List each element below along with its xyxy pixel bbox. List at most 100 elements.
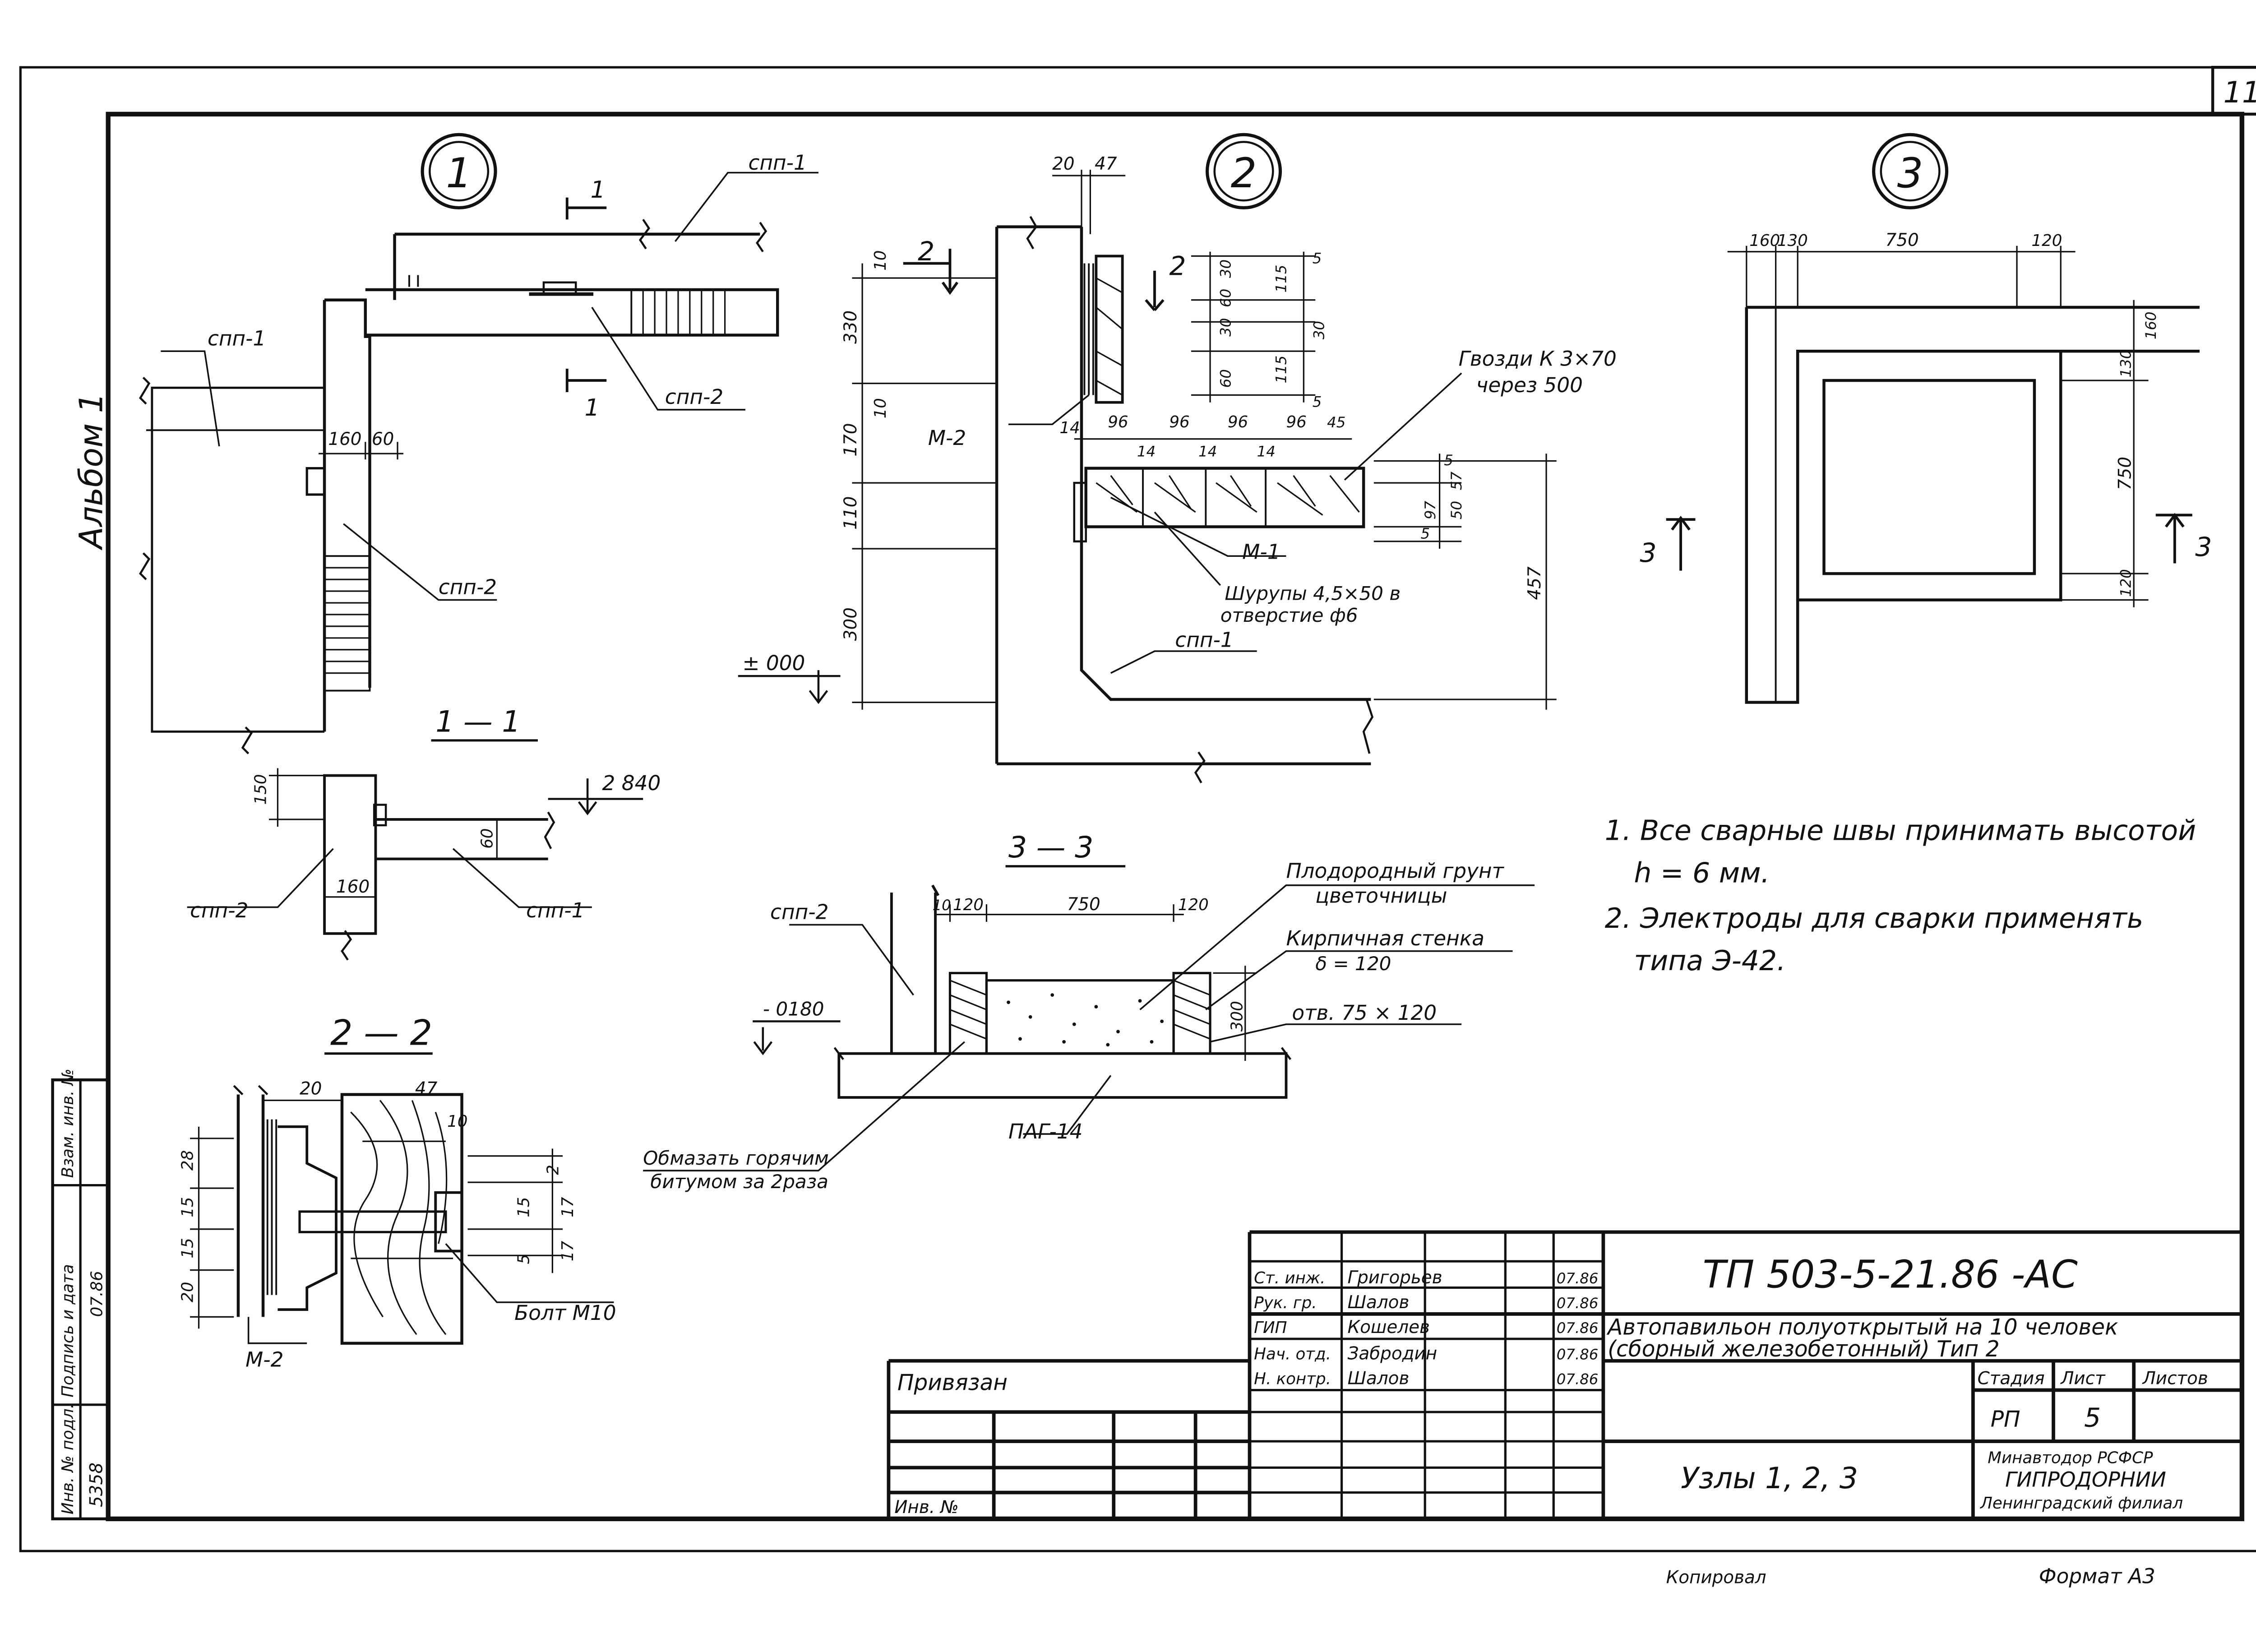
org-line-1: Минавтодор РСФСР: [1988, 1449, 2153, 1467]
node2-dim-14d: 14: [1257, 443, 1276, 460]
pag-label: ПАГ-14: [1008, 1120, 1082, 1143]
node2-dim-457: 457: [1525, 566, 1545, 600]
sec33-spp2: спп-2: [770, 900, 828, 924]
sec33-dim-120a: 120: [953, 896, 984, 914]
screws-line-2: отверстие ф6: [1220, 604, 1358, 626]
side-sign-date: Подпись и дата: [59, 1264, 77, 1397]
node-1-marker-outer: [421, 133, 497, 210]
cut-2-left: 2: [918, 236, 934, 267]
node2-dim-10a: 10: [871, 250, 890, 271]
sec22-dim-28: 28: [179, 1150, 197, 1171]
sec33-dim-120b: 120: [1178, 896, 1209, 914]
node2-dim-5c: 5: [1444, 452, 1453, 469]
sheet-value: 5: [2084, 1402, 2101, 1433]
brick-line-2: δ = 120: [1315, 953, 1391, 975]
node2-spp1: спп-1: [1175, 628, 1233, 652]
node-1-number: 1: [446, 150, 472, 197]
staff-role-2: Рук. гр.: [1254, 1294, 1317, 1312]
staff-date-1: 07.86: [1557, 1270, 1599, 1287]
note-line-2: h = 6 мм.: [1634, 856, 1770, 889]
node2-dim-47: 47: [1095, 154, 1117, 174]
node2-dim-115a: 115: [1272, 265, 1290, 293]
soil-dots: [1007, 993, 1164, 1047]
sec33-dim-300: 300: [1228, 1001, 1246, 1032]
sec33-dim-750: 750: [1067, 894, 1100, 915]
note-line-3: 2. Электроды для сварки применять: [1605, 902, 2144, 935]
staff-role-5: Н. контр.: [1254, 1370, 1331, 1388]
sheet-title: Узлы 1, 2, 3: [1681, 1462, 1858, 1495]
node3-dim-750: 750: [1886, 230, 1919, 250]
title-block: Привязан Инв. № Ст. инж. Григорьев 07.86…: [887, 1230, 2242, 1519]
sec22-dim-17a: 17: [559, 1197, 577, 1217]
sec11-spp2: спп-2: [190, 898, 248, 922]
node2-dim-96c: 96: [1228, 413, 1248, 431]
inner-frame: [106, 111, 2245, 1522]
side-date-value: 07.86: [88, 1271, 106, 1317]
sec22-dim-5: 5: [515, 1254, 533, 1264]
node2-dim-10b: 10: [871, 398, 890, 418]
section-1-1-title: 1 — 1: [435, 705, 520, 739]
sheet-number-box: [2211, 65, 2256, 116]
sec22-dim-47: 47: [415, 1079, 438, 1099]
node2-m1: М-1: [1242, 540, 1280, 564]
node3-dim-160r: 160: [2142, 311, 2159, 339]
staff-name-2: Шалов: [1348, 1292, 1410, 1313]
node2-dim-14c: 14: [1198, 443, 1217, 460]
node2-dim-96d: 96: [1286, 413, 1306, 431]
node-2-marker-inner: [1213, 141, 1274, 202]
node2-dim-115b: 115: [1272, 356, 1290, 384]
soil-line-1: Плодородный грунт: [1286, 859, 1504, 883]
sec22-dim-2a: 2: [544, 1165, 562, 1175]
node3-dim-130r: 130: [2117, 350, 2135, 378]
sheets-header: Листов: [2142, 1369, 2208, 1389]
node2-dim-330: 330: [841, 310, 861, 344]
drawing-code: ТП 503-5-21.86 -АС: [1703, 1253, 2078, 1297]
album-label: Альбом 1: [73, 393, 110, 551]
staff-date-3: 07.86: [1557, 1319, 1599, 1337]
node2-dim-30b: 30: [1217, 318, 1234, 337]
privyazan-label: Привязан: [897, 1370, 1008, 1396]
side-inv-orig: Инв. № подл.: [59, 1403, 77, 1514]
sec11-spp1: спп-1: [526, 898, 584, 922]
sheet-header: Лист: [2060, 1369, 2106, 1389]
node3-dim-130: 130: [1777, 231, 1808, 250]
staff-name-4: Забродин: [1348, 1343, 1438, 1364]
sec11-dim-60: 60: [478, 828, 497, 848]
staff-date-5: 07.86: [1557, 1371, 1599, 1388]
node1-spp1-left: спп-1: [208, 326, 266, 350]
sec22-dim-15a: 15: [179, 1197, 197, 1217]
node-3-number: 3: [1897, 150, 1923, 197]
node3-dim-750r: 750: [2115, 457, 2136, 490]
sec11-dim-150: 150: [252, 774, 270, 805]
node3-dim-160: 160: [1749, 231, 1780, 250]
soil-line-2: цветочницы: [1315, 884, 1447, 908]
side-replace: Взам. инв. №: [59, 1069, 77, 1178]
sec33-dim-10: 10: [933, 897, 951, 914]
section-1-1: 1 — 1 150 60 160 2 840 спп-2 спп-1: [187, 705, 661, 961]
notes: 1. Все сварные швы принимать высотой h =…: [1605, 814, 2196, 977]
staff-role-4: Нач. отд.: [1254, 1345, 1331, 1363]
org-line-3: Ленинградский филиал: [1979, 1494, 2183, 1513]
section-2-2: 2 — 2 28 15 15 20 2 15 17 17 5 20 47 10 …: [179, 1013, 616, 1371]
node-3: 3 160 130 750 120 160 130 750 120 3 3: [1640, 133, 2212, 704]
cut-1-bottom: 1: [585, 394, 600, 421]
node2-dim-45: 45: [1327, 414, 1345, 431]
node2-dim-14b: 14: [1137, 443, 1156, 460]
node2-dim-60b: 60: [1217, 369, 1234, 388]
stage-header: Стадия: [1978, 1369, 2045, 1389]
nails-line-1: Гвозди К 3×70: [1459, 347, 1617, 371]
staff-name-3: Кошелев: [1348, 1317, 1430, 1337]
section-3-3-title: 3 — 3: [1008, 831, 1093, 865]
bitumen-line-1: Обмазать горячим: [643, 1147, 829, 1169]
screws-line-1: Шурупы 4,5×50 в: [1225, 582, 1401, 604]
node3-dim-120r: 120: [2117, 569, 2135, 597]
node2-dim-110: 110: [841, 496, 861, 530]
node2-dim-300: 300: [841, 607, 861, 641]
stage-value: РП: [1991, 1407, 2020, 1432]
org-line-2: ГИПРОДОРНИИ: [2005, 1468, 2166, 1492]
node-2: 2 10 330 10 170 110 300 20 47 30 60 30 6…: [738, 133, 1617, 783]
staff-date-2: 07.86: [1557, 1295, 1599, 1312]
inv-no-label: Инв. №: [894, 1497, 958, 1518]
copied-label: Копировал: [1666, 1568, 1766, 1588]
staff-role-1: Ст. инж.: [1254, 1269, 1325, 1287]
